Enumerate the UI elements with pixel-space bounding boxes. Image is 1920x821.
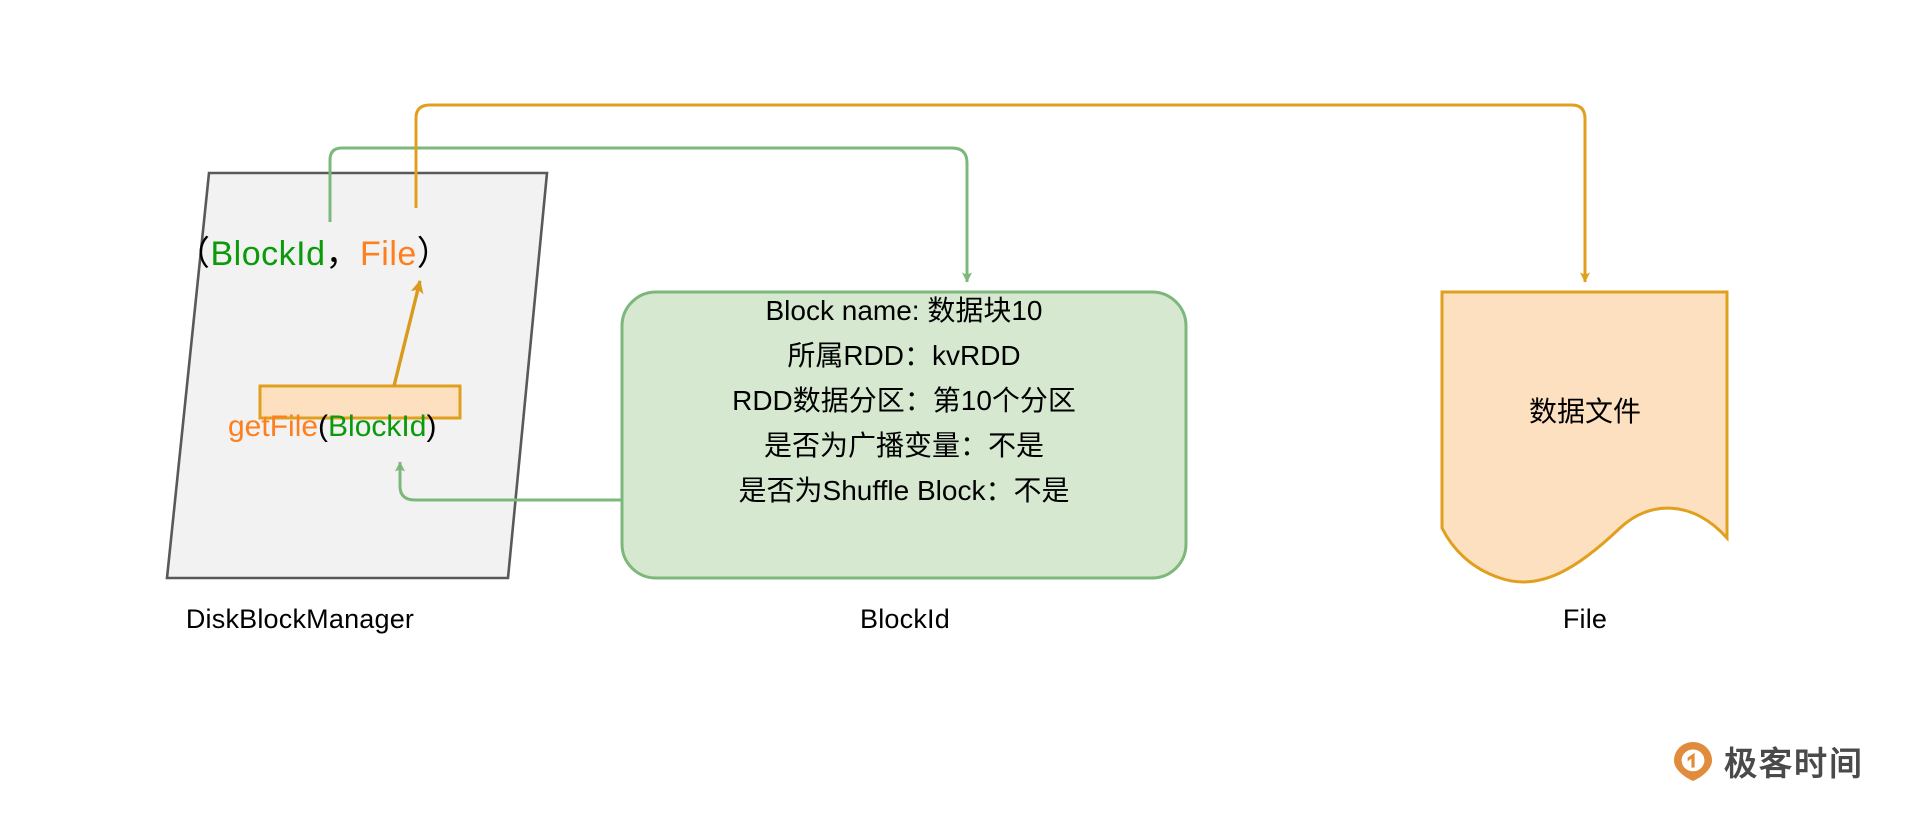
get-file-open-paren: ( [318,410,329,443]
tuple-open-paren: （ [176,235,211,273]
caption-file: File [1562,604,1608,634]
watermark-text: 极客时间 [1724,745,1864,782]
file-token-to-file-document-connector [414,103,1590,283]
block-id-file-tuple: （BlockId，File） [176,226,451,275]
block-id-line-broadcast: 是否为广播变量：不是 [763,430,1044,461]
block-id-shape [620,290,1188,580]
get-file-argument: BlockId [328,410,427,443]
tuple-key-blockid: BlockId [210,235,326,273]
file-document-shape [1440,290,1729,584]
get-file-method-bar [258,384,462,420]
get-file-call-label: getFile(BlockId) [228,410,436,444]
block-id-line-rdd: 所属RDD：kvRDD [787,340,1021,371]
tuple-separator: ， [325,235,360,273]
watermark-logo: 极客时间 [1672,737,1864,785]
disk-block-manager-shape [165,171,549,580]
block-id-detail-list: Block name: 数据块10 所属RDD：kvRDD RDD数据分区：第1… [622,288,1186,513]
tuple-close-paren: ） [416,235,452,273]
get-file-method-name: getFile [228,410,319,443]
geekbang-pin-icon [1672,740,1714,782]
blockid-box-to-getfile-connector [395,461,622,502]
get-file-close-paren: ) [426,410,437,443]
block-id-line-partition: RDD数据分区：第10个分区 [732,385,1076,416]
file-document-label: 数据文件 [1528,396,1641,427]
tuple-value-file: File [360,235,417,273]
block-id-line-name: Block name: 数据块10 [765,295,1043,326]
caption-disk-block-manager: DiskBlockManager [185,604,415,634]
get-file-to-file-arrow [392,280,424,387]
blockid-token-to-blockid-box-connector [328,146,972,283]
caption-block-id: BlockId [860,604,950,634]
block-id-line-shuffle: 是否为Shuffle Block：不是 [738,475,1070,506]
